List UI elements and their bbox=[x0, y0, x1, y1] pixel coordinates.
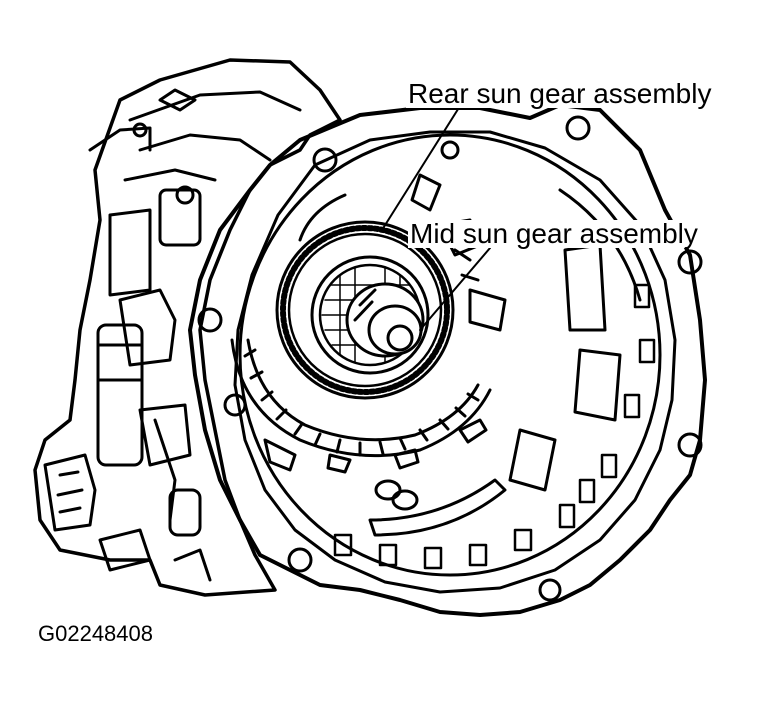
valve-body-housing bbox=[33, 58, 342, 597]
leader-lines bbox=[381, 105, 491, 331]
rear-sun-gear bbox=[275, 220, 455, 400]
lower-bore-details bbox=[368, 243, 622, 537]
mid-sun-gear-label: Mid sun gear assembly bbox=[408, 218, 700, 249]
figure-id: G02248408 bbox=[38, 621, 153, 646]
flange-ports bbox=[333, 283, 656, 570]
input-shaft bbox=[345, 282, 425, 358]
clutch-drum-ring bbox=[230, 173, 507, 474]
rear-sun-gear-label: Rear sun gear assembly bbox=[406, 78, 714, 109]
bell-housing-flange bbox=[188, 103, 707, 617]
